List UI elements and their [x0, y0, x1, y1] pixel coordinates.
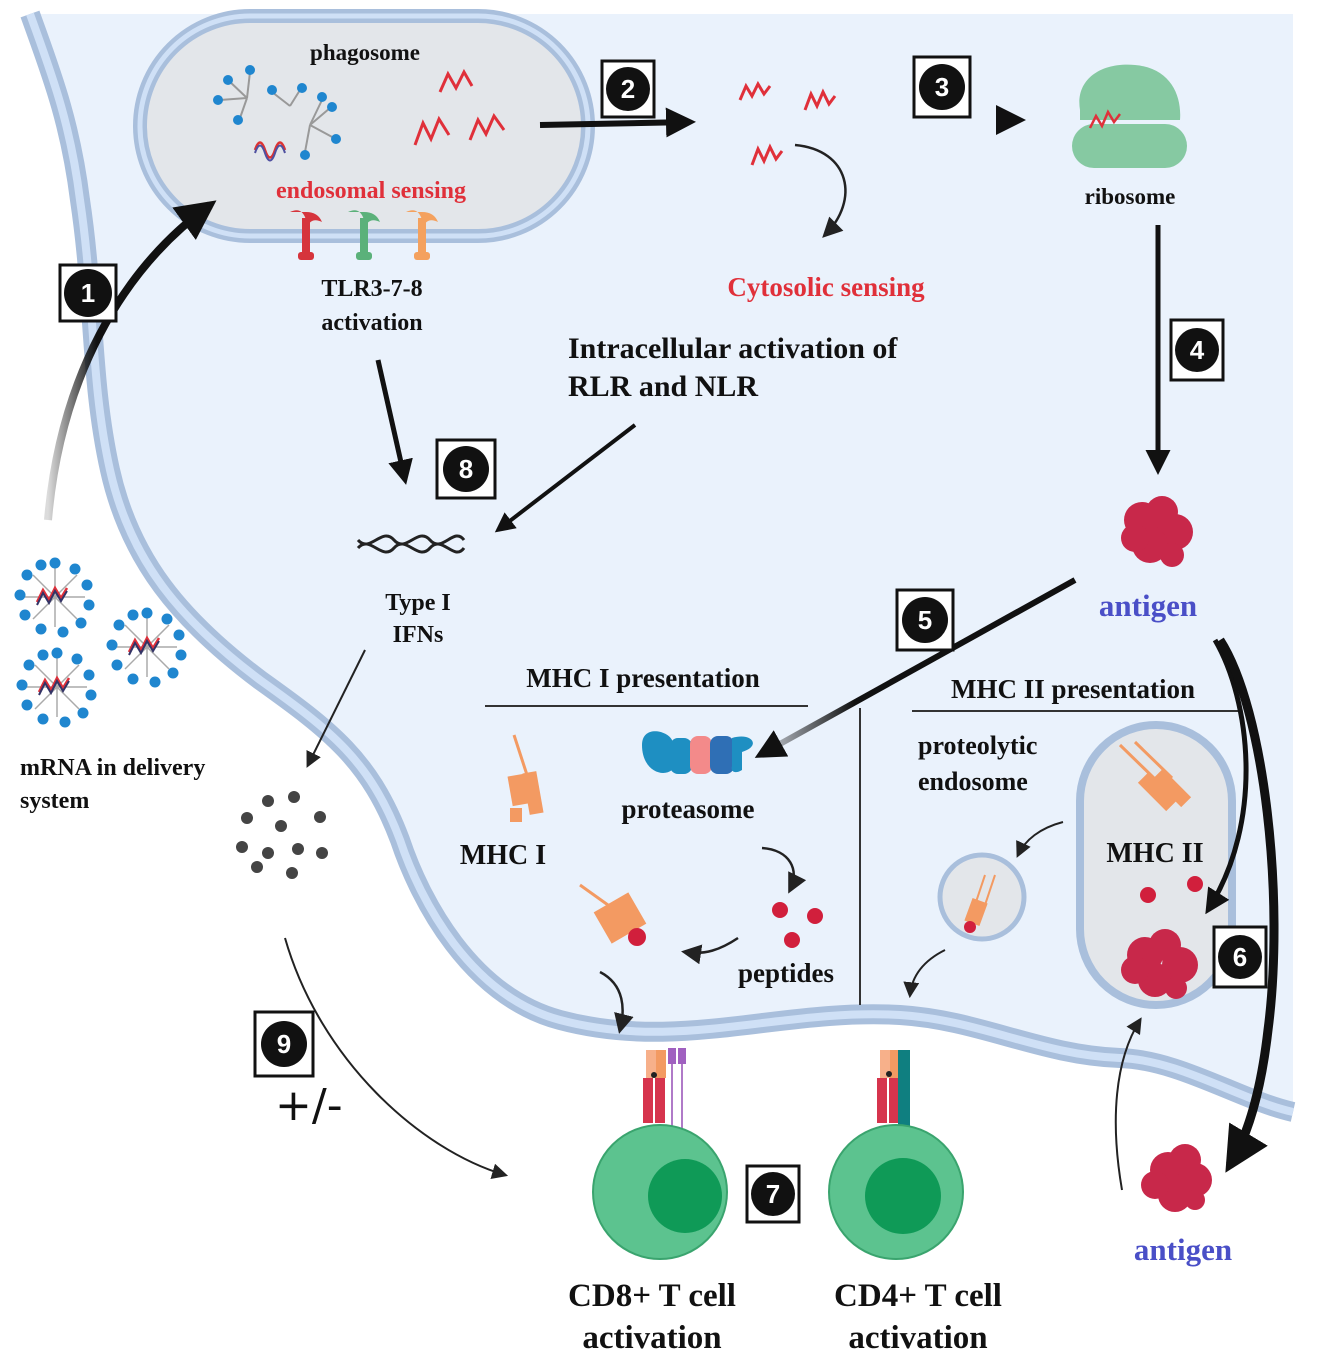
tlr-receptors: TLR3-7-8 activation	[290, 210, 438, 336]
dna-icon	[356, 534, 466, 554]
step-badge-6: 6	[1212, 925, 1268, 989]
proteasome-label: proteasome	[622, 794, 755, 824]
svg-text:2: 2	[621, 74, 635, 104]
step-badge-2: 2	[600, 59, 656, 119]
mhc2-presentation-heading: MHC II presentation	[951, 674, 1195, 704]
cytosolic-mrna-icon	[738, 80, 837, 166]
antigen-in-endosome-icon	[1121, 929, 1198, 999]
mrna-delivery-line1: mRNA in delivery	[20, 755, 205, 781]
arrow-mhc1-to-surface	[599, 970, 634, 1034]
phagosome-label: phagosome	[310, 40, 420, 65]
proteolytic-endosome: MHC II	[1076, 721, 1236, 1009]
arrow-endosomal-escape	[539, 107, 696, 138]
arrow-antigen-to-endosome	[1205, 638, 1249, 915]
mhc2-molecule-icon	[1118, 740, 1192, 812]
step-badge-3: 3	[912, 55, 972, 119]
arrow-tlr-to-ifn	[375, 359, 413, 485]
secreted-ifn-icon	[236, 791, 328, 879]
mrna-strand-icon	[253, 141, 287, 159]
cytosolic-sensing-label: Cytosolic sensing	[727, 272, 925, 302]
svg-text:7: 7	[766, 1179, 780, 1209]
proteasome-icon	[642, 731, 753, 774]
cd8-synapse-receptors	[643, 1048, 686, 1130]
antigen-label-outside: antigen	[1134, 1232, 1232, 1267]
mrna-delivery-line2: system	[20, 788, 89, 814]
mhc1-loaded-icon	[579, 883, 647, 946]
ribosome-label: ribosome	[1085, 184, 1176, 209]
ribosome-icon	[1072, 64, 1187, 168]
peptide-dot	[1187, 876, 1203, 892]
mhc1-molecule-icon	[507, 734, 544, 822]
mhc1-label: MHC I	[460, 840, 546, 871]
cd8-label-line2: activation	[582, 1320, 721, 1356]
step-badge-8: 8	[435, 438, 497, 500]
svg-text:3: 3	[935, 72, 949, 102]
svg-text:5: 5	[918, 605, 932, 635]
antigen-outside-icon	[1141, 1144, 1212, 1212]
type1-ifn-line1: Type I	[385, 590, 451, 616]
step-badge-4: 4	[1169, 318, 1225, 382]
peptides-label: peptides	[738, 958, 834, 988]
arrow-vesicle-to-surface	[903, 949, 946, 999]
intracellular-activation-line1: Intracellular activation of	[568, 332, 898, 365]
arrow-cytosolic-sensing	[794, 143, 847, 238]
mhc2-label: MHC II	[1106, 838, 1203, 869]
step-badge-5: 5	[895, 588, 955, 652]
step-badge-9: 9	[253, 1010, 315, 1078]
proteolytic-endosome-line1: proteolytic	[918, 731, 1037, 760]
svg-text:9: 9	[277, 1029, 291, 1059]
proteolytic-endosome-line2: endosome	[918, 767, 1028, 796]
peptide-dot	[1140, 887, 1156, 903]
arrow-proteasome-processing	[754, 577, 1077, 758]
lipid-nanoparticles-icon	[14, 557, 187, 728]
type1-ifn-line2: IFNs	[393, 622, 444, 648]
arrow-endosome-to-vesicle	[1016, 821, 1064, 858]
arrow-peptide-loading	[681, 936, 739, 965]
arrow-uptake	[44, 200, 217, 521]
step-badge-7: 7	[745, 1164, 801, 1224]
cytoplasm	[30, 14, 1293, 1112]
mrna-strands-icon	[413, 68, 506, 146]
svg-text:1: 1	[81, 278, 95, 308]
mhc1-presentation-heading: MHC I presentation	[526, 663, 760, 693]
cd8-t-cell-icon	[592, 1124, 728, 1260]
cd4-label-line1: CD4+ T cell	[834, 1278, 1002, 1314]
lnp-icon	[14, 557, 95, 638]
svg-text:4: 4	[1190, 335, 1205, 365]
tlr-label-line2: activation	[321, 310, 422, 336]
arrow-antigen-secretion	[1216, 637, 1279, 1173]
tlr8-receptor-icon	[406, 210, 438, 260]
plus-minus-label: +/-	[275, 1080, 343, 1131]
tlr-label-line1: TLR3-7-8	[321, 276, 422, 302]
step-badge-1: 1	[58, 263, 118, 323]
intracellular-activation-line2: RLR and NLR	[568, 370, 758, 403]
mhc2-transport-vesicle	[937, 852, 1027, 942]
tlr3-receptor-icon	[290, 210, 322, 260]
lnp-icon	[106, 607, 187, 688]
arrow-antigen-uptake	[1114, 1017, 1142, 1191]
tlr7-receptor-icon	[348, 210, 380, 260]
endosomal-sensing-label: endosomal sensing	[276, 178, 466, 204]
peptides-icon	[772, 902, 823, 948]
arrow-ifn-secretion	[306, 649, 366, 768]
arrow-rlr-to-ifn	[494, 423, 637, 533]
mrna-strand-icon	[254, 144, 286, 162]
lnp-icon	[16, 647, 97, 728]
svg-text:8: 8	[459, 454, 473, 484]
cd4-label-line2: activation	[848, 1320, 987, 1356]
antigen-label-inside: antigen	[1099, 588, 1197, 623]
cd8-label-line1: CD8+ T cell	[568, 1278, 736, 1314]
antigen-icon	[1121, 496, 1193, 567]
arrow-to-peptides	[761, 846, 807, 894]
cd4-synapse-receptors	[877, 1050, 910, 1128]
arrow-ifn-to-tcell	[284, 937, 509, 1180]
svg-text:6: 6	[1233, 942, 1247, 972]
cd4-t-cell-icon	[828, 1124, 964, 1260]
lipid-fragments-icon	[213, 65, 341, 160]
